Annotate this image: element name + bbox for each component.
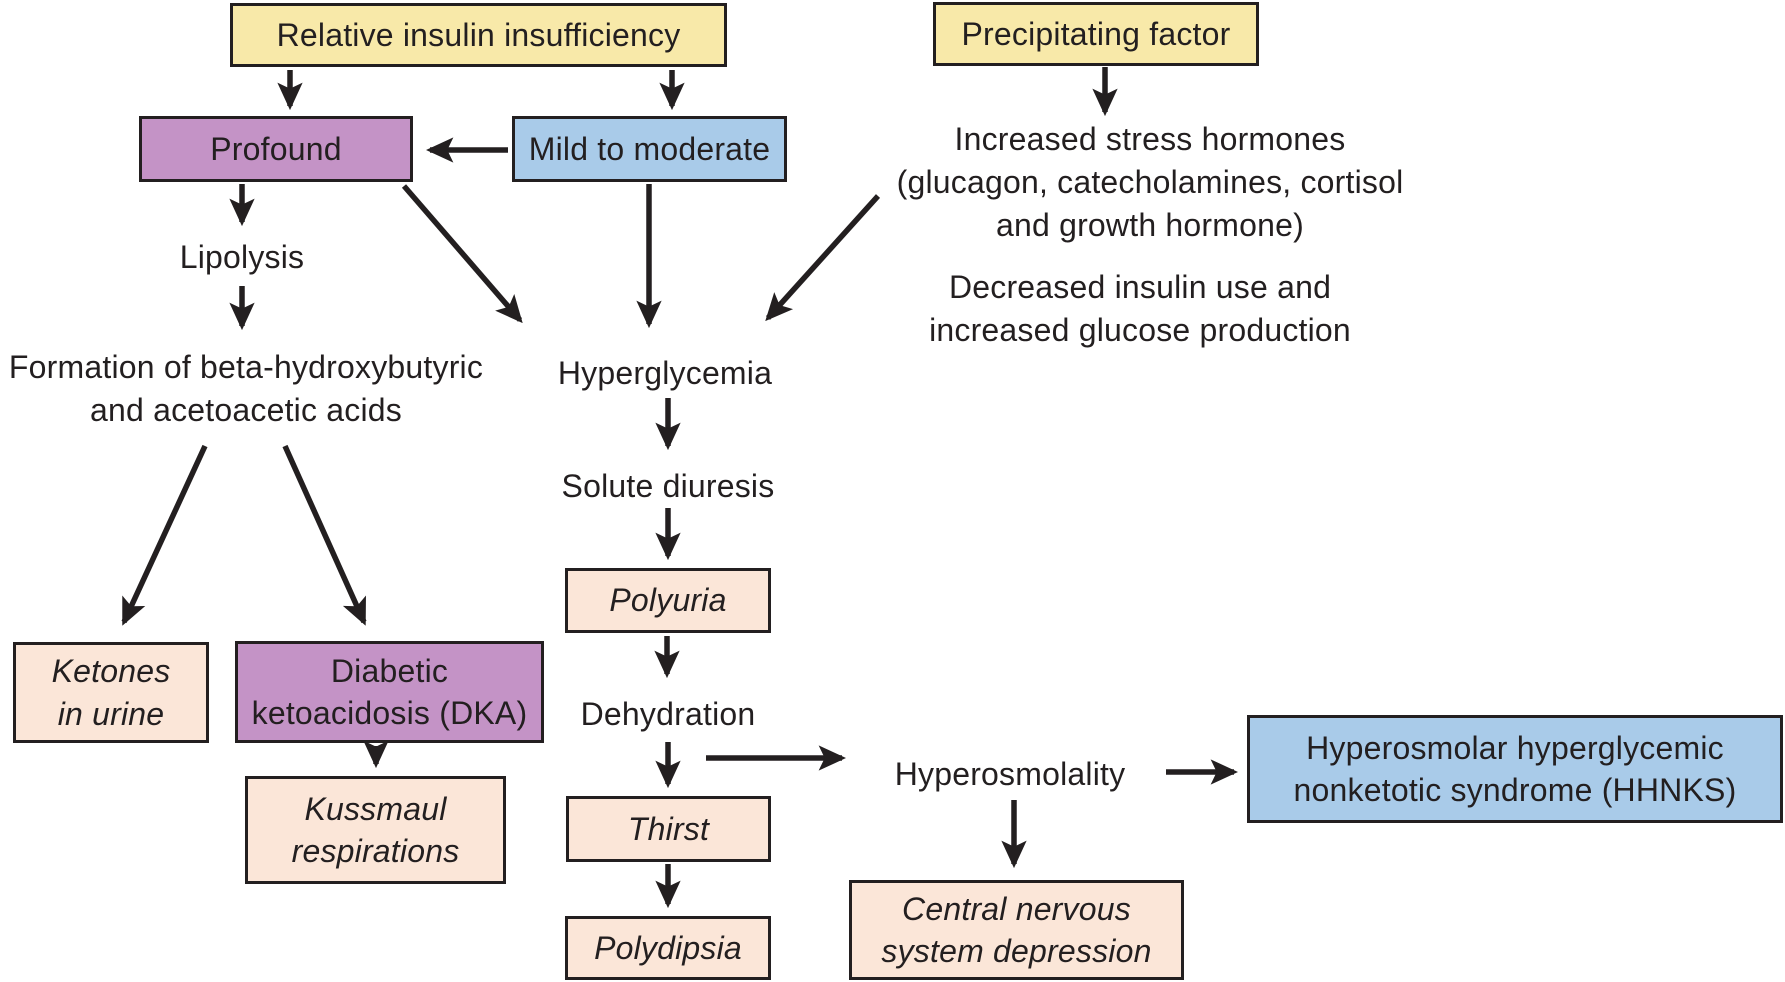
- label-lipolysis: Lipolysis: [179, 239, 305, 275]
- node-mild-to-moderate: Mild to moderate: [512, 116, 787, 182]
- node-ketones-in-urine: Ketones in urine: [13, 642, 209, 743]
- node-kussmaul-respirations: Kussmaul respirations: [245, 776, 506, 884]
- node-diabetic-ketoacidosis: Diabetic ketoacidosis (DKA): [235, 641, 544, 743]
- node-precipitating-factor: Precipitating factor: [933, 2, 1259, 66]
- node-polyuria: Polyuria: [565, 568, 771, 633]
- arrow-stress-to-hyperglycemia: [765, 194, 881, 322]
- label-solute-diuresis: Solute diuresis: [561, 468, 775, 504]
- arrow-formation-to-ketones: [121, 444, 208, 626]
- node-profound: Profound: [139, 116, 413, 182]
- arrow-profound-to-hyperglycemia: [401, 184, 523, 324]
- node-relative-insulin-insufficiency: Relative insulin insufficiency: [230, 3, 727, 67]
- label-hyperosmolality: Hyperosmolality: [894, 756, 1126, 792]
- label-dehydration: Dehydration: [580, 696, 756, 732]
- node-cns-depression: Central nervous system depression: [849, 880, 1184, 980]
- label-hyperglycemia: Hyperglycemia: [557, 355, 773, 391]
- label-decreased-insulin-use: Decreased insulin use and increased gluc…: [929, 269, 1351, 349]
- node-hhnks: Hyperosmolar hyperglycemic nonketotic sy…: [1247, 715, 1783, 823]
- node-thirst: Thirst: [566, 796, 771, 862]
- label-formation-acids: Formation of beta-hydroxybutyric and ace…: [8, 349, 484, 429]
- label-increased-stress-hormones: Increased stress hormones (glucagon, cat…: [896, 121, 1404, 244]
- node-polydipsia: Polydipsia: [565, 916, 771, 980]
- arrow-formation-to-dka: [282, 444, 367, 626]
